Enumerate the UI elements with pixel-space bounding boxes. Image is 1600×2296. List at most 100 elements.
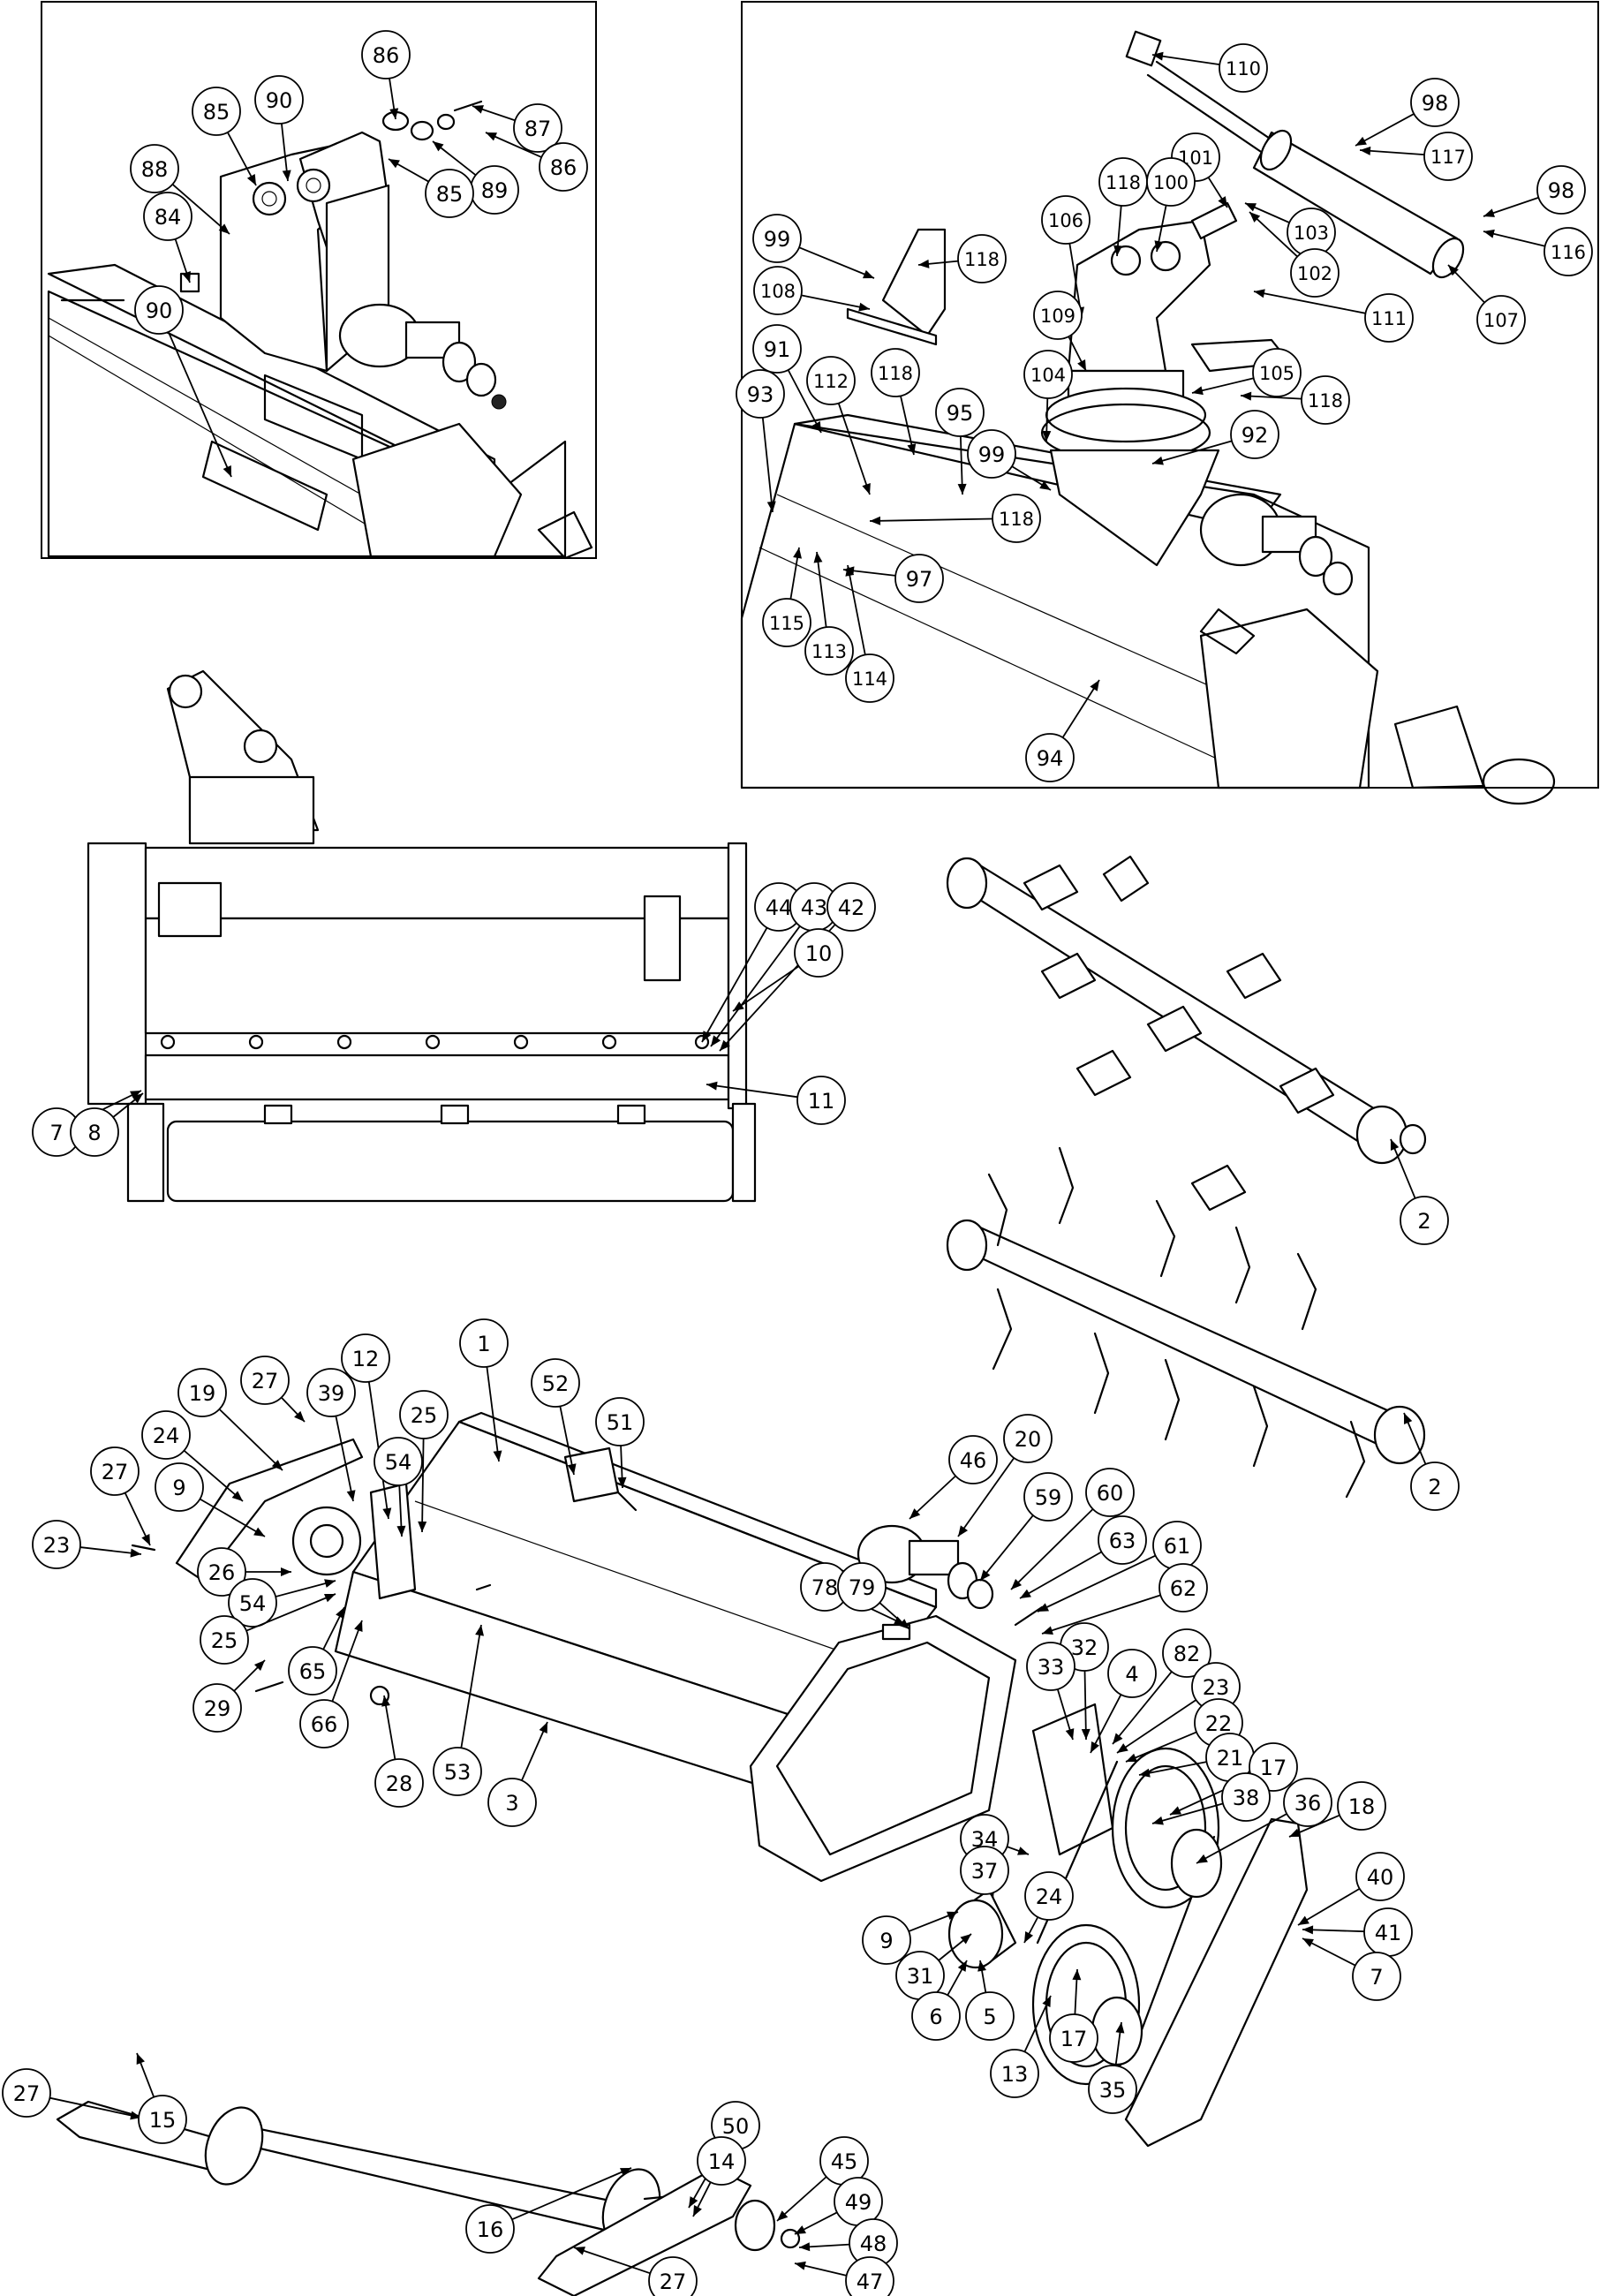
callout-circle bbox=[894, 554, 944, 603]
callout-arrowhead bbox=[381, 1696, 390, 1707]
callout-arrowhead bbox=[1042, 1626, 1053, 1635]
callout-arrowhead bbox=[141, 1534, 150, 1545]
callout-leader bbox=[1390, 1138, 1416, 1199]
callout-arrowhead bbox=[1113, 1733, 1123, 1744]
callout-arrowhead bbox=[493, 1450, 502, 1461]
callout-27c: 27 bbox=[2, 2068, 142, 2120]
callout-arrowhead bbox=[1126, 1753, 1137, 1762]
callout-arrowhead bbox=[1042, 430, 1052, 442]
inset2-hydraulic-cylinder bbox=[1125, 30, 1465, 279]
callout-arrowhead bbox=[231, 1491, 243, 1501]
callout-leader bbox=[1125, 1731, 1197, 1763]
callout-leader bbox=[511, 2167, 632, 2221]
callout-arrowhead bbox=[389, 108, 399, 119]
callout-number: 49 bbox=[845, 2190, 872, 2215]
callout-27b: 27 bbox=[90, 1446, 151, 1546]
callout-107: 107 bbox=[1447, 264, 1526, 344]
callout-number: 8 bbox=[87, 1121, 101, 1145]
callout-arrowhead bbox=[1152, 51, 1164, 61]
callout-number: 90 bbox=[266, 88, 293, 113]
callout-arrowhead bbox=[811, 421, 821, 433]
callout-circle bbox=[539, 142, 588, 192]
callout-circle bbox=[1107, 1649, 1157, 1698]
callout-number: 89 bbox=[481, 178, 509, 203]
callout-arrowhead bbox=[346, 1490, 356, 1501]
callout-2a: 2 bbox=[1390, 1138, 1449, 1245]
callout-arrowhead bbox=[1039, 480, 1051, 490]
callout-circle bbox=[1476, 295, 1526, 344]
callout-circle bbox=[531, 1358, 580, 1408]
callout-number: 37 bbox=[971, 1859, 999, 1884]
callout-circle bbox=[32, 1520, 81, 1569]
callout-leader bbox=[1090, 1694, 1122, 1754]
callout-arrowhead bbox=[567, 1463, 577, 1475]
callout-78: 78 bbox=[800, 1562, 906, 1626]
callout-arrowhead bbox=[1241, 391, 1252, 401]
callout-arrowhead bbox=[858, 302, 870, 312]
callout-arrowhead bbox=[957, 1960, 967, 1972]
callout-circle bbox=[1088, 2065, 1137, 2114]
callout-number: 93 bbox=[747, 382, 774, 407]
callout-arrowhead bbox=[898, 1619, 909, 1629]
callout-46: 46 bbox=[909, 1435, 998, 1520]
callout-number: 109 bbox=[1040, 306, 1075, 327]
callout-arrowhead bbox=[980, 1569, 991, 1581]
front-view-bolt-row bbox=[160, 1034, 710, 1050]
callout-arrowhead bbox=[1448, 265, 1459, 276]
callout-leader bbox=[183, 1449, 244, 1502]
callout-104: 104 bbox=[1023, 350, 1073, 442]
callout-arrowhead bbox=[354, 1620, 363, 1632]
callout-circle bbox=[1290, 248, 1340, 298]
callout-circle bbox=[487, 1778, 537, 1827]
callout-number: 115 bbox=[769, 613, 804, 634]
callout-circle bbox=[141, 1410, 191, 1460]
top-hitch-pin bbox=[563, 1446, 638, 1512]
callout-leader bbox=[1297, 1887, 1361, 1926]
callout-circle bbox=[1337, 1781, 1386, 1831]
inset1-bracket-plate bbox=[219, 131, 390, 373]
callout-65: 65 bbox=[288, 1606, 345, 1696]
callout-arrowhead bbox=[862, 483, 871, 495]
callout-leader bbox=[245, 1593, 336, 1632]
callout-63: 63 bbox=[1019, 1515, 1147, 1599]
callout-118c: 118 bbox=[871, 348, 920, 456]
callout-circle bbox=[871, 348, 920, 397]
callout-number: 98 bbox=[1548, 178, 1575, 203]
callout-number: 110 bbox=[1226, 58, 1261, 79]
callout-87: 87 bbox=[472, 103, 562, 153]
callout-number: 88 bbox=[141, 157, 169, 182]
callout-number: 9 bbox=[879, 1929, 893, 1953]
callout-arrowhead bbox=[1170, 1806, 1181, 1815]
callout-number: 51 bbox=[607, 1410, 634, 1435]
callout-102: 102 bbox=[1249, 211, 1340, 298]
callout-circle bbox=[595, 1397, 645, 1446]
callout-number: 118 bbox=[878, 363, 913, 384]
callout-number: 46 bbox=[960, 1448, 987, 1473]
callout-circle bbox=[1252, 348, 1302, 397]
callout-number: 39 bbox=[318, 1381, 345, 1406]
callout-circle bbox=[1410, 78, 1460, 127]
callout-circle bbox=[143, 192, 192, 241]
callout-36: 36 bbox=[1196, 1778, 1332, 1864]
callout-circle bbox=[1085, 1468, 1135, 1517]
callout-leader bbox=[837, 403, 871, 495]
callout-arrowhead bbox=[689, 2196, 698, 2208]
rotor-hammer-type bbox=[946, 855, 1427, 1212]
callout-15: 15 bbox=[136, 2052, 187, 2144]
callout-leader bbox=[460, 1624, 482, 1748]
callout-arrowhead bbox=[813, 552, 823, 563]
callout-1: 1 bbox=[459, 1318, 509, 1462]
callout-number: 87 bbox=[525, 117, 552, 141]
callout-number: 99 bbox=[764, 227, 791, 252]
callout-circle bbox=[1352, 1952, 1401, 2001]
callout-leader bbox=[49, 2096, 142, 2119]
callout-10: 10 bbox=[732, 928, 843, 1012]
callout-arrowhead bbox=[389, 159, 400, 169]
callout-24a: 24 bbox=[141, 1410, 244, 1502]
callout-circle bbox=[374, 1437, 423, 1486]
callout-94: 94 bbox=[1025, 679, 1100, 782]
callout-leader bbox=[199, 1498, 266, 1537]
callout-leader bbox=[1196, 1813, 1287, 1864]
front-view-mulcher bbox=[87, 669, 757, 1203]
callout-circle bbox=[288, 1646, 337, 1696]
